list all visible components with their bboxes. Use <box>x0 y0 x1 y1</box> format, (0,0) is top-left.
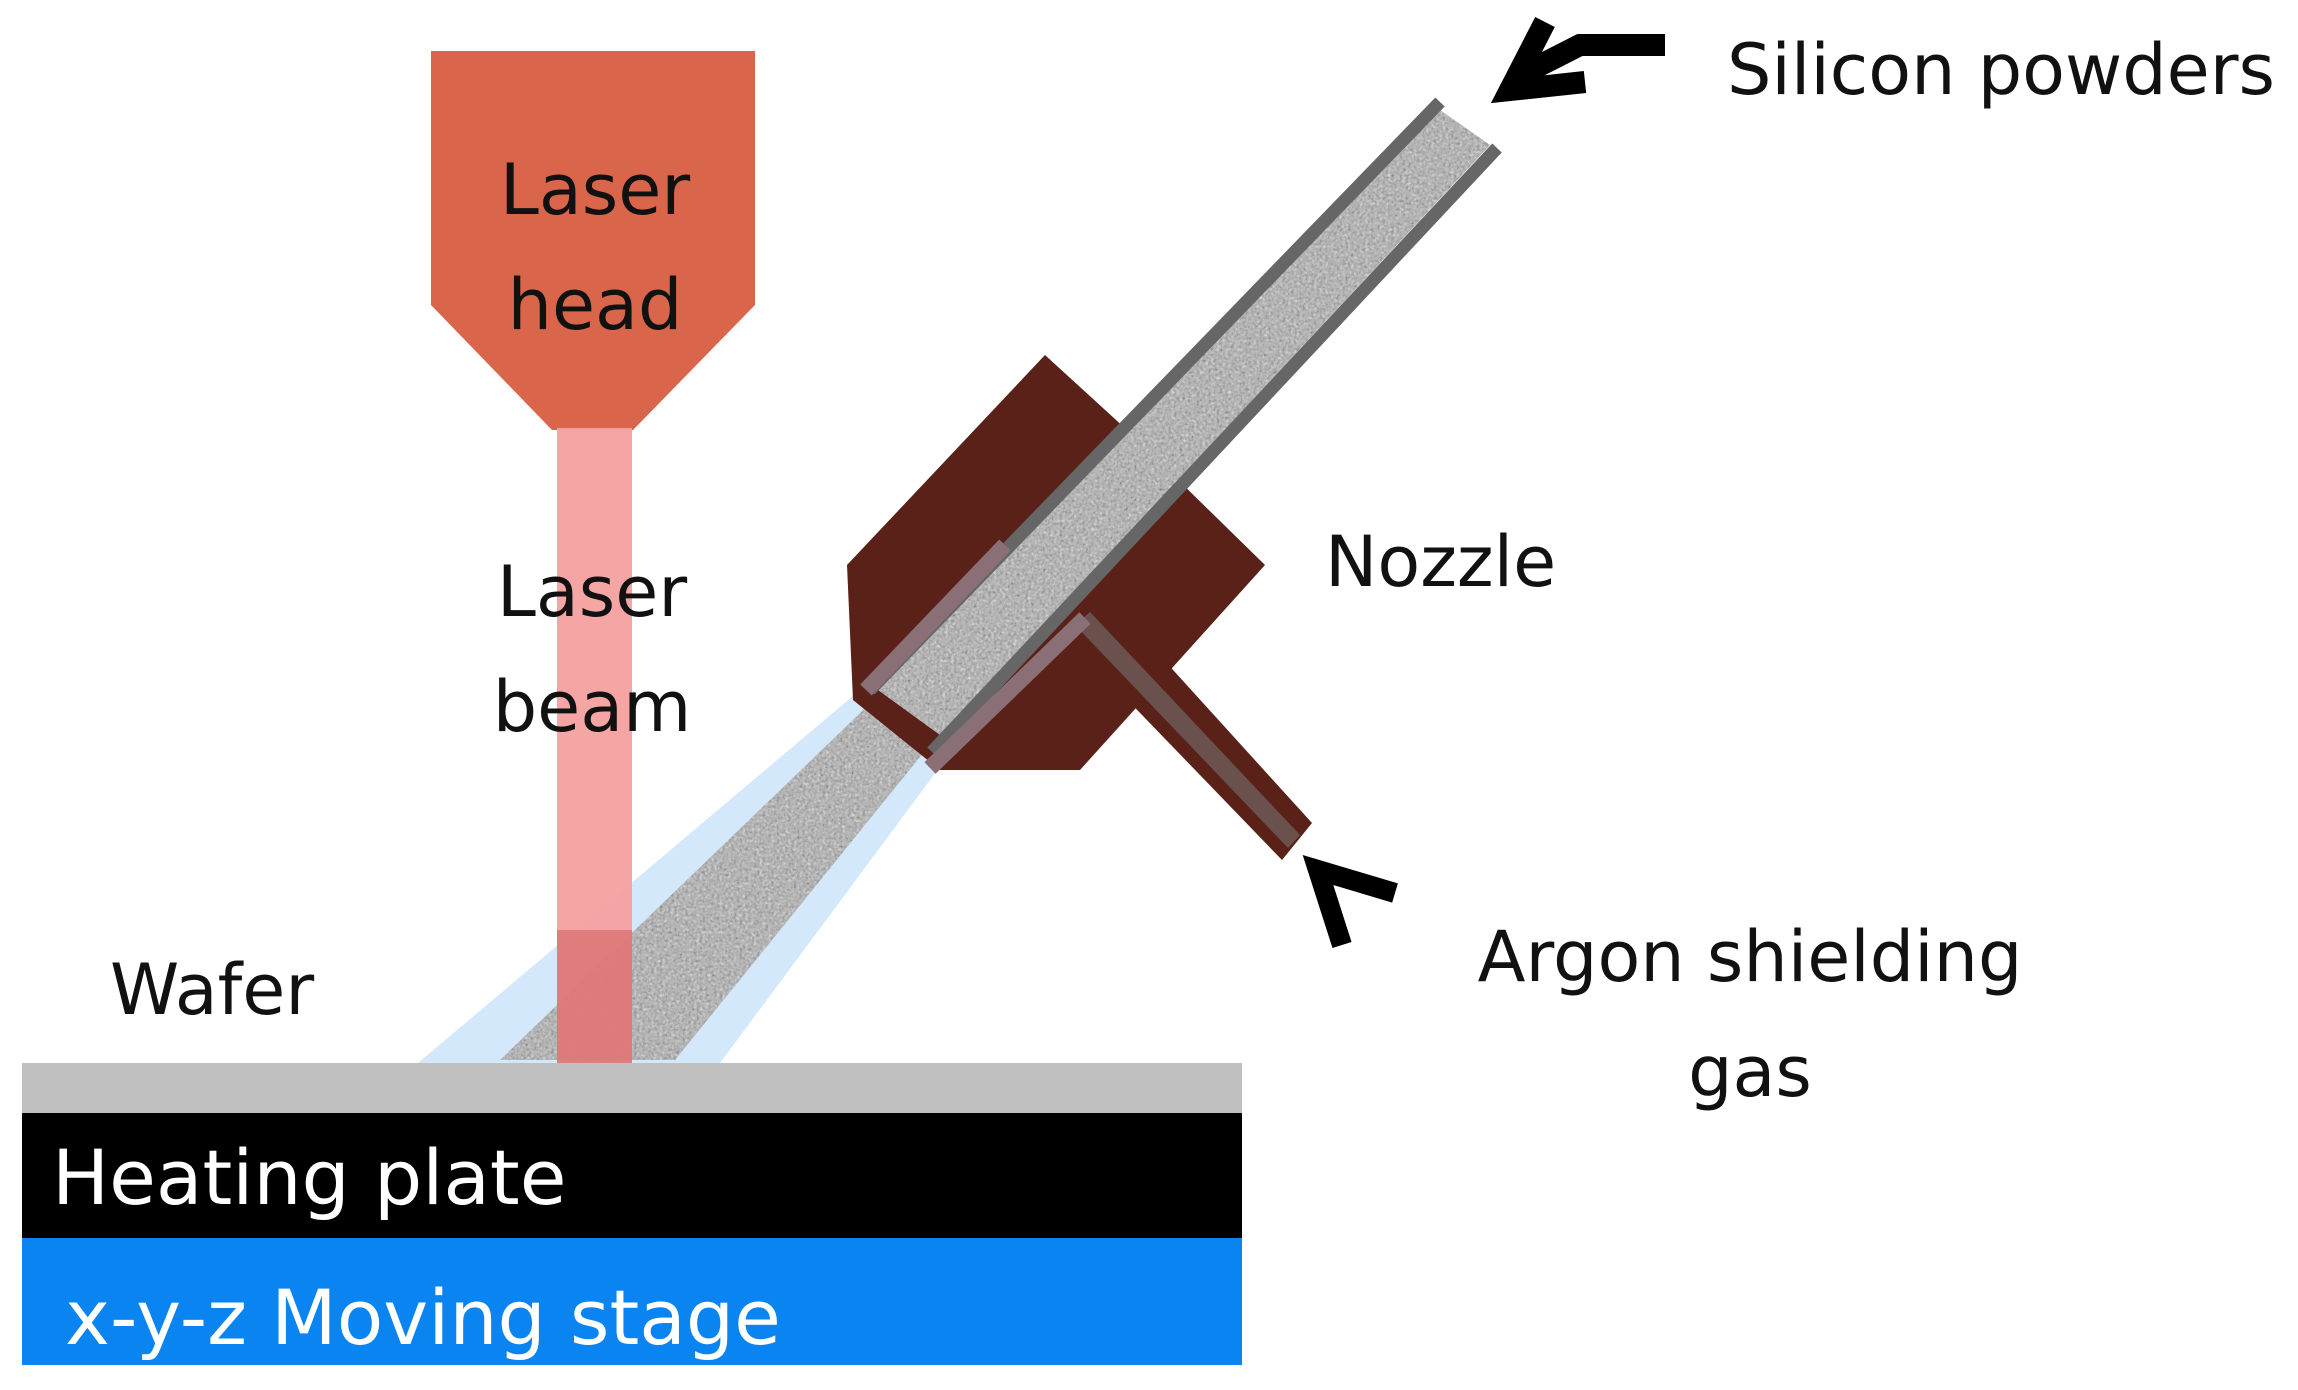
laser-head-label-line-2: head <box>507 264 683 346</box>
heating-plate <box>22 1113 1242 1238</box>
heating-plate-label: Heating plate <box>52 1133 567 1222</box>
tube-wall-lower-tip <box>924 612 1091 774</box>
laser-beam <box>557 428 632 1063</box>
laser-beam-label-line-1: Laser <box>496 551 688 633</box>
silicon-powders-label: Silicon powders <box>1727 29 2275 111</box>
argon-gas-arrow <box>1302 854 1398 949</box>
argon-gas-label-line-2: gas <box>1688 1031 1812 1113</box>
laser-head-label-line-1: Laser <box>499 149 691 231</box>
argon-inlet-pipe-inner <box>1075 612 1300 848</box>
laser-head <box>431 51 755 430</box>
wafer <box>22 1063 1242 1113</box>
moving-stage <box>22 1238 1242 1365</box>
tube-wall-upper-tip <box>860 539 1011 696</box>
nozzle-label: Nozzle <box>1325 521 1557 603</box>
wafer-label: Wafer <box>110 949 315 1031</box>
argon-gas-label-line-1: Argon shielding <box>1477 916 2023 998</box>
silicon-powders-arrow <box>1490 16 1665 104</box>
moving-stage-label: x-y-z Moving stage <box>65 1273 781 1362</box>
tube-wall-lower <box>927 143 1502 757</box>
laser-beam-overlap <box>557 930 632 1063</box>
laser-beam-label-line-2: beam <box>492 666 692 748</box>
